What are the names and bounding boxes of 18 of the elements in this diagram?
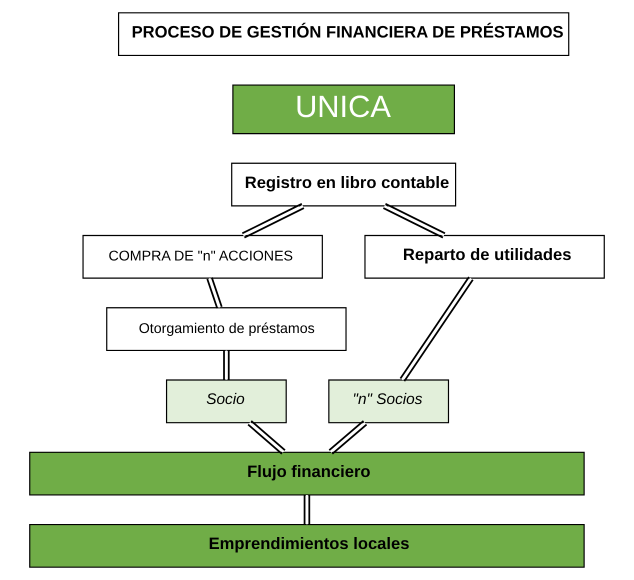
connector bbox=[223, 350, 230, 380]
connector bbox=[242, 203, 304, 238]
node-box: "n" Socios bbox=[328, 379, 450, 424]
connector bbox=[206, 277, 223, 309]
node-box: PROCESO DE GESTIÓN FINANCIERA DE PRÉSTAMOS bbox=[118, 12, 570, 56]
node-box: Reparto de utilidades bbox=[364, 234, 605, 279]
node-box: Emprendimientos locales bbox=[29, 524, 585, 568]
node-box: Otorgamiento de préstamos bbox=[106, 307, 347, 351]
node-box: Flujo financiero bbox=[29, 452, 585, 496]
connector bbox=[400, 276, 474, 382]
node-box: COMPRA DE "n" ACCIONES bbox=[82, 234, 323, 279]
node-box: UNICA bbox=[232, 84, 455, 134]
node-box: Socio bbox=[166, 379, 287, 424]
connector bbox=[382, 203, 446, 238]
connector bbox=[248, 420, 286, 454]
connector bbox=[304, 495, 310, 524]
node-box: Registro en libro contable bbox=[231, 162, 456, 206]
connector bbox=[328, 420, 368, 454]
